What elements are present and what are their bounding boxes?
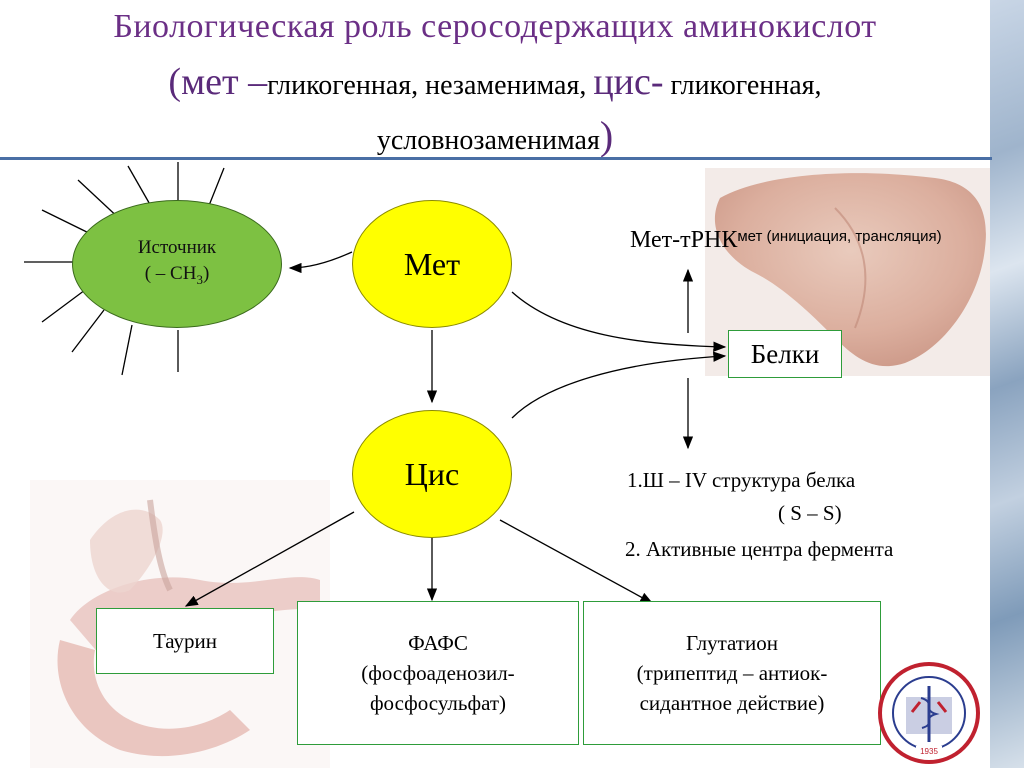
- liver-illustration: [705, 168, 990, 376]
- proteins-box: Белки: [728, 330, 842, 378]
- faps-box: ФАФС (фосфоаденозил- фосфосульфат): [297, 601, 579, 745]
- note-structure: 1.Ш – IV структура белка: [627, 468, 856, 492]
- decorative-sidebar: [990, 0, 1024, 768]
- page-subtitle-line3: условнозаменимая): [376, 113, 614, 158]
- note-active-centers: 2. Активные центра фермента: [625, 537, 894, 561]
- taurine-box: Таурин: [96, 608, 274, 674]
- title-divider: [0, 157, 992, 160]
- svg-text:1935: 1935: [920, 747, 938, 756]
- met-node: Мет: [352, 200, 512, 328]
- cis-node: Цис: [352, 410, 512, 538]
- source-ch3-node: Источник ( – CH3): [72, 200, 282, 328]
- note-ss-bond: ( S – S): [778, 501, 842, 525]
- diagram-connectors: [24, 162, 727, 607]
- glutathione-box: Глутатион (трипептид – антиок- сидантное…: [583, 601, 881, 745]
- page-title: Биологическая роль серосодержащих аминок…: [113, 8, 877, 45]
- page-subtitle-line2: (мет –гликогенная, незаменимая, цис- гли…: [168, 61, 822, 103]
- university-logo: 1935: [878, 662, 980, 764]
- met-trna-label: Мет-тРНКмет (инициация, трансляция): [630, 227, 942, 253]
